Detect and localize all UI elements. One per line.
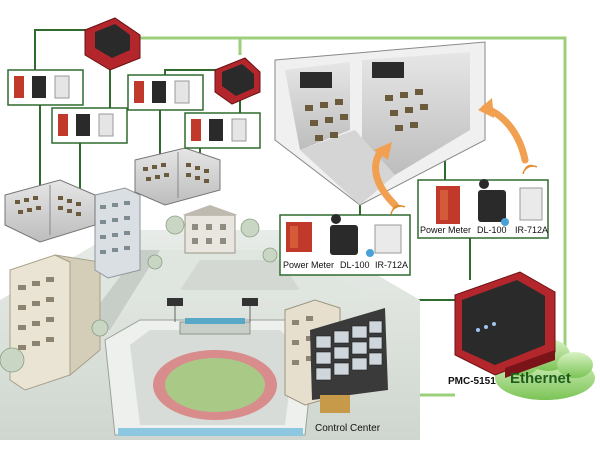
device-box-topleft-2	[51, 107, 128, 144]
label-control-center: Control Center	[315, 423, 381, 434]
pmc-controller-small-1	[84, 17, 141, 71]
left-building	[9, 254, 101, 391]
tower-building	[94, 187, 141, 279]
device-group-right	[417, 179, 549, 239]
label-dl100-right: DL-100	[477, 225, 507, 235]
device-box-topmid-1	[127, 74, 204, 111]
label-ir712a-left: IR-712A	[375, 260, 409, 270]
classroom-small-left	[4, 179, 96, 243]
label-pmc-5151: PMC-5151	[448, 376, 496, 387]
pmc-5151-controller	[454, 271, 556, 378]
label-power-meter-left: Power Meter	[283, 260, 335, 270]
wifi-icons	[390, 164, 538, 215]
orange-arrow-head-left	[374, 142, 392, 160]
stadium	[104, 298, 316, 436]
label-ir712a-right: IR-712A	[515, 225, 549, 235]
label-dl100-left: DL-100	[340, 260, 370, 270]
trees	[0, 215, 278, 373]
label-power-meter-right: Power Meter	[420, 225, 472, 235]
center-building	[182, 205, 238, 254]
label-ethernet: Ethernet	[510, 370, 571, 387]
device-box-topmid-2	[184, 112, 261, 149]
orange-arrow-head-right	[478, 98, 494, 118]
device-box-topleft-1	[7, 69, 84, 106]
classroom-large	[274, 41, 486, 206]
pmc-controller-small-2	[214, 57, 261, 105]
control-center-videowall	[310, 308, 388, 413]
device-group-left	[279, 214, 411, 276]
classroom-small-mid	[134, 147, 221, 206]
